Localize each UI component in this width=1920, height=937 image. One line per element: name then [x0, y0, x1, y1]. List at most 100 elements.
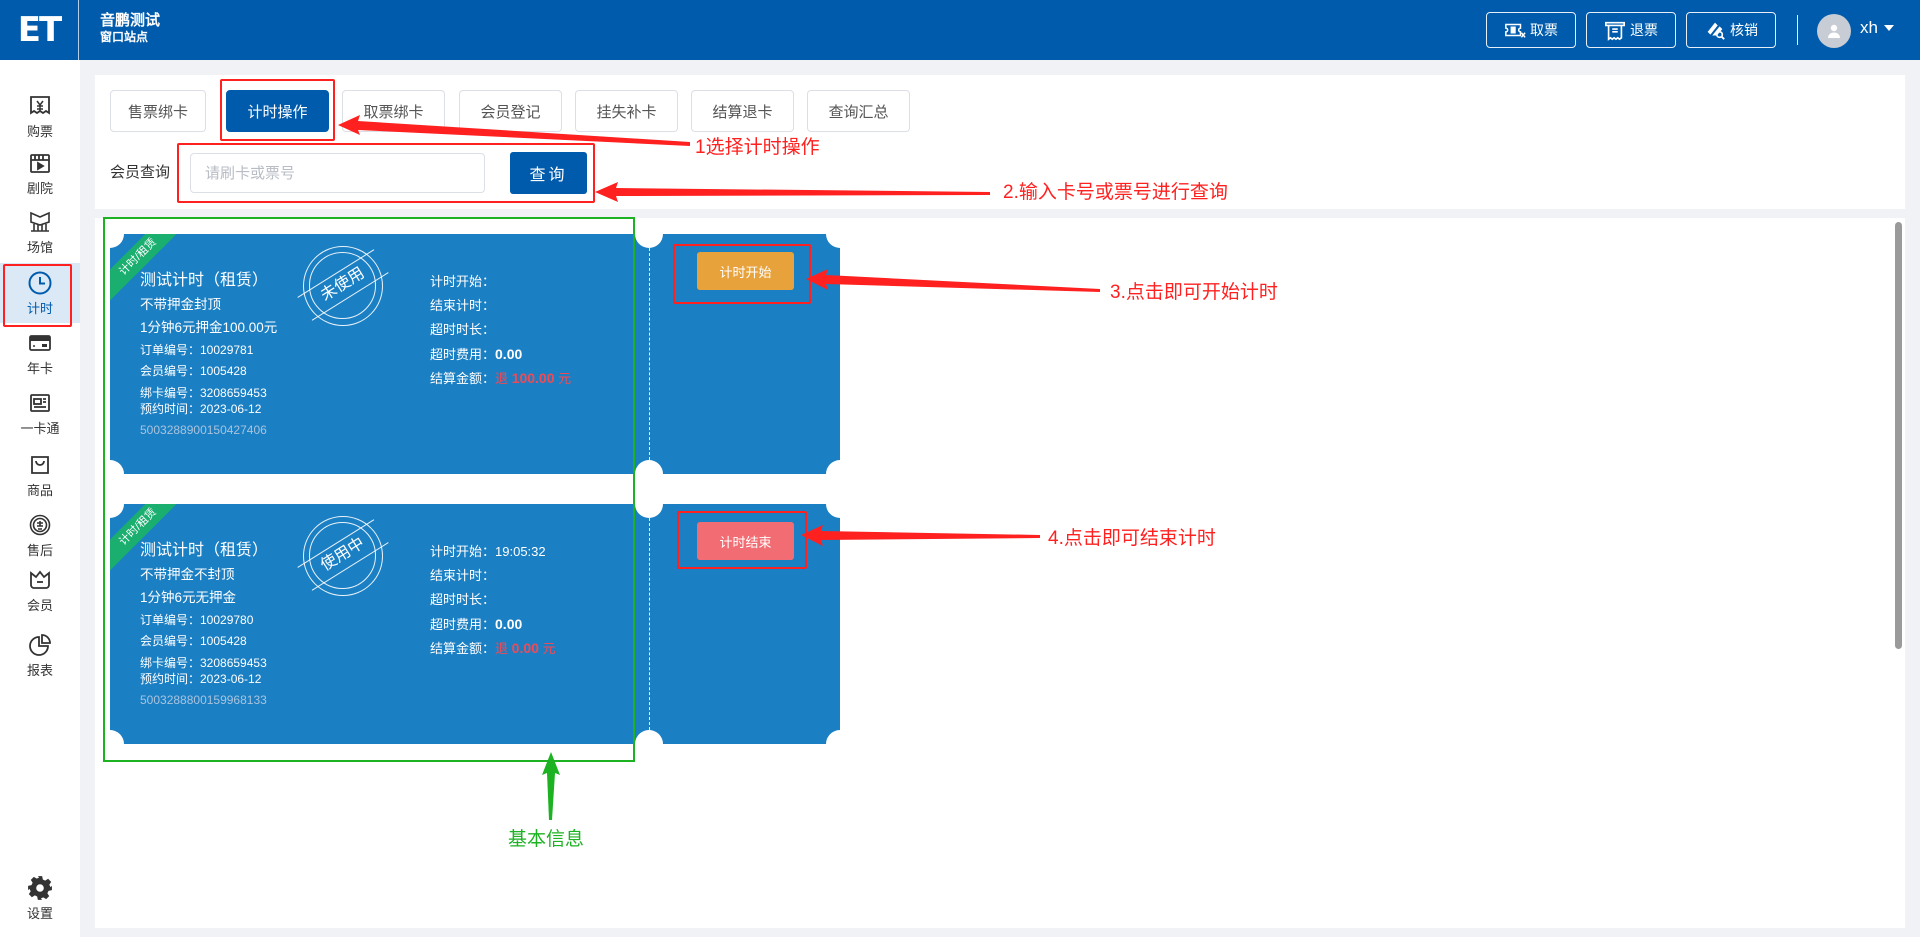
tab-timing-operation[interactable]: 计时操作	[226, 90, 329, 132]
query-button[interactable]: 查询	[510, 152, 587, 194]
crown-icon	[27, 567, 53, 593]
sidebar-item-member[interactable]: 会员	[0, 560, 80, 620]
sidebar-item-report[interactable]: 报表	[0, 625, 80, 685]
sidebar-item-one-card[interactable]: 一卡通	[0, 383, 80, 443]
annotation-box-query	[177, 143, 595, 203]
tab-query-summary[interactable]: 查询汇总	[807, 90, 910, 132]
sidebar-item-annual-card[interactable]: 年卡	[0, 323, 80, 383]
annotation-box-end	[677, 511, 807, 569]
tab-member-register[interactable]: 会员登记	[459, 90, 562, 132]
app-header: ET 音鹏测试 窗口站点 取票 退票 核销 xh	[0, 0, 1920, 60]
verify-icon	[1707, 22, 1725, 40]
booking-time: 预约时间：2023-06-12	[140, 402, 262, 416]
ticket-rule: 不带押金封顶	[140, 297, 221, 312]
sidebar-item-after-sale[interactable]: 售后	[0, 505, 80, 565]
username: xh	[1860, 18, 1878, 37]
annotation-step3: 3.点击即可开始计时	[1110, 282, 1278, 303]
status-stamp: 未使用	[297, 246, 389, 326]
ticket-basic-info: 测试计时（租赁） 不带押金封顶 1分钟6元押金100.00元 订单编号：1002…	[140, 270, 277, 441]
sidebar-item-venue[interactable]: 场馆	[0, 202, 80, 262]
theater-icon	[27, 150, 53, 176]
sidebar-item-timing[interactable]: 计时	[0, 263, 80, 323]
perforation-line	[649, 248, 650, 460]
annotation-box-basic-info	[103, 217, 635, 762]
tab-sell-bind-card[interactable]: 售票绑卡	[110, 90, 206, 132]
tab-report-loss[interactable]: 挂失补卡	[575, 90, 678, 132]
ticket-title: 测试计时（租赁）	[140, 272, 269, 289]
annotation-step4: 4.点击即可结束计时	[1048, 528, 1216, 549]
timing-start: 计时开始：19:05:32	[430, 544, 546, 559]
ticket-card: 计时/租赁 测试计时（租赁） 不带押金不封顶 1分钟6元无押金 订单编号：100…	[96, 490, 854, 758]
app-logo[interactable]: ET	[0, 0, 79, 60]
ticket-main: 计时/租赁 测试计时（租赁） 不带押金封顶 1分钟6元押金100.00元 订单编…	[110, 234, 632, 474]
annotation-box-sidebar	[3, 264, 72, 327]
sidebar-item-buy-ticket[interactable]: 购票	[0, 86, 80, 146]
user-avatar[interactable]	[1817, 14, 1851, 48]
overtime-fee: 超时费用：0.00	[430, 346, 523, 362]
user-icon	[1828, 24, 1840, 38]
member-number: 会员编号：1005428	[140, 634, 247, 648]
ticket-price: 1分钟6元押金100.00元	[140, 320, 278, 335]
member-number: 会员编号：1005428	[140, 364, 247, 378]
vertical-scrollbar[interactable]	[1895, 222, 1902, 649]
timing-end: 结束计时：	[430, 298, 496, 313]
member-query-label: 会员查询	[110, 164, 171, 181]
sidebar: 购票 剧院 场馆 计时 年卡 一卡通 商品 售后 会员 报表 设置	[0, 60, 80, 937]
annotation-basic-info: 基本信息	[508, 829, 585, 850]
shopping-bag-icon	[27, 452, 53, 478]
site-info: 音鹏测试 窗口站点	[100, 12, 160, 46]
order-number: 订单编号：10029780	[140, 613, 254, 627]
header-divider	[1797, 15, 1798, 45]
user-menu[interactable]: xh	[1860, 18, 1894, 38]
ticket-rule: 不带押金不封顶	[140, 567, 235, 582]
status-stamp: 使用中	[297, 516, 389, 596]
tab-pickup-bind-card[interactable]: 取票绑卡	[342, 90, 445, 132]
overtime-duration: 超时时长：	[430, 322, 496, 337]
overtime-fee: 超时费用：0.00	[430, 616, 523, 632]
ticket-card: 计时/租赁 测试计时（租赁） 不带押金封顶 1分钟6元押金100.00元 订单编…	[96, 220, 854, 488]
annotation-step1: 1选择计时操作	[695, 137, 820, 158]
caret-down-icon	[1883, 25, 1894, 31]
sidebar-item-settings[interactable]: 设置	[0, 868, 80, 928]
timing-start: 计时开始：	[430, 274, 496, 289]
ticket-yen-icon	[27, 93, 53, 119]
end-timing-button[interactable]: 计时结束	[697, 522, 794, 560]
gear-icon	[27, 875, 53, 901]
settle-amount: 结算金额：退 100.00 元	[430, 370, 572, 386]
ticket-code: 5003288800159968133	[140, 693, 267, 707]
after-sale-icon	[27, 512, 53, 538]
start-timing-button[interactable]: 计时开始	[697, 252, 794, 290]
settle-amount: 结算金额：退 0.00 元	[430, 640, 556, 656]
annual-card-icon	[27, 330, 53, 356]
pickup-ticket-button[interactable]: 取票	[1486, 12, 1576, 48]
clock-icon	[27, 270, 53, 296]
verify-button[interactable]: 核销	[1686, 12, 1776, 48]
timing-info: 计时开始： 结束计时： 超时时长： 超时费用：0.00 结算金额：退 100.0…	[430, 270, 571, 390]
refund-ticket-button[interactable]: 退票	[1586, 12, 1676, 48]
id-card-icon	[27, 390, 53, 416]
site-name: 音鹏测试	[100, 12, 161, 29]
pie-chart-icon	[27, 632, 53, 658]
ticket-price: 1分钟6元无押金	[140, 590, 237, 605]
member-query-input[interactable]	[190, 153, 485, 193]
card-number: 绑卡编号：3208659453	[140, 656, 267, 670]
sidebar-item-goods[interactable]: 商品	[0, 445, 80, 505]
booking-time: 预约时间：2023-06-12	[140, 672, 262, 686]
ticket-pickup-icon	[1505, 23, 1526, 38]
perforation-line	[649, 518, 650, 730]
ticket-basic-info: 测试计时（租赁） 不带押金不封顶 1分钟6元无押金 订单编号：10029780 …	[140, 540, 268, 711]
ticket-title: 测试计时（租赁）	[140, 542, 269, 559]
overtime-duration: 超时时长：	[430, 592, 496, 607]
site-subtitle: 窗口站点	[100, 30, 149, 44]
timing-info: 计时开始：19:05:32 结束计时： 超时时长： 超时费用：0.00 结算金额…	[430, 540, 556, 660]
annotation-box-start	[673, 244, 811, 304]
ticket-main: 计时/租赁 测试计时（租赁） 不带押金不封顶 1分钟6元无押金 订单编号：100…	[110, 504, 632, 744]
sidebar-item-theater[interactable]: 剧院	[0, 143, 80, 203]
order-number: 订单编号：10029781	[140, 343, 254, 357]
annotation-step2: 2.输入卡号或票号进行查询	[1003, 182, 1228, 203]
refund-receipt-icon	[1605, 21, 1625, 41]
annotation-box-tab	[220, 79, 335, 141]
tab-settle-refund[interactable]: 结算退卡	[691, 90, 794, 132]
timing-end: 结束计时：	[430, 568, 496, 583]
venue-icon	[27, 209, 53, 235]
